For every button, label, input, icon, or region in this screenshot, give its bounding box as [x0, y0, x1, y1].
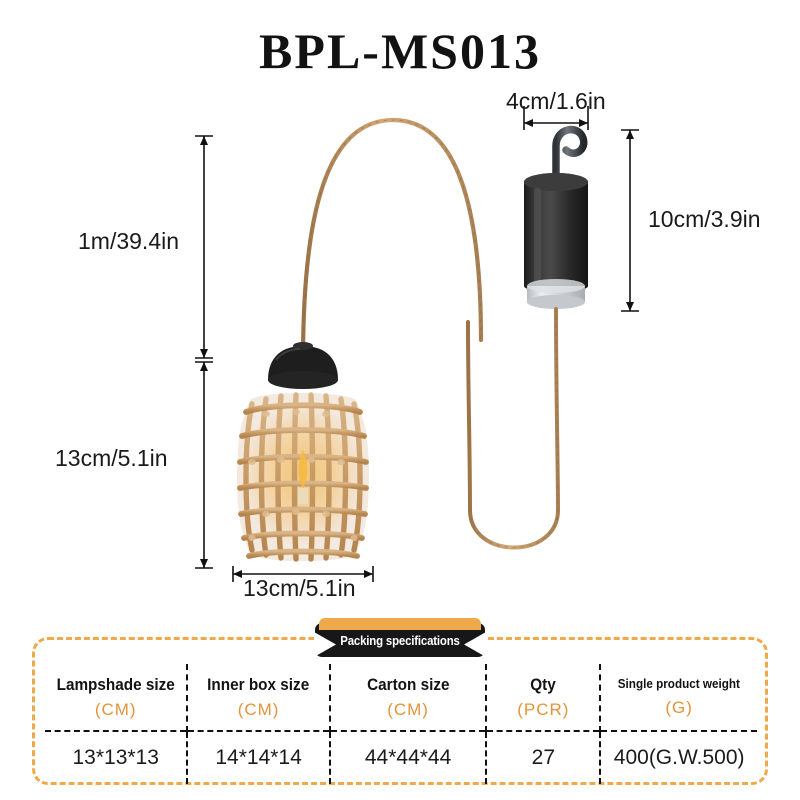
battery-module: [524, 125, 588, 309]
banner-ribbon: [315, 618, 485, 657]
banner-label: Packing specifications: [340, 632, 460, 648]
dimension-label-module-width: 4cm/1.6in: [506, 88, 606, 114]
dimension-shade-width: [232, 566, 374, 582]
header-unit: (G): [665, 697, 693, 717]
header-cell-inner-box-size: Inner box size (CM): [186, 664, 330, 731]
header-label: Qty: [530, 674, 557, 694]
dimension-shade-height: [195, 361, 213, 569]
header-cell-qty: Qty (PCR): [485, 664, 601, 731]
header-cell-carton-size: Carton size (CM): [328, 664, 487, 731]
woven-lampshade: [237, 392, 369, 562]
header-label: Carton size: [366, 674, 450, 694]
table-row: 13*13*13 14*14*14 44*44*44 27 400(G.W.50…: [45, 730, 757, 784]
header-unit: (CM): [237, 700, 280, 720]
packing-table: Lampshade size (CM) Inner box size (CM) …: [45, 664, 757, 784]
dimension-label-cord-length: 1m/39.4in: [78, 228, 180, 254]
dimension-label-shade-width: 13cm/5.1in: [243, 575, 356, 601]
dimension-module-width: [523, 106, 589, 130]
packing-banner: Packing specifications: [314, 618, 486, 657]
socket-cap: [268, 342, 338, 389]
header-label: Lampshade size: [56, 674, 175, 694]
value-cell-single-product-weight: 400(G.W.500): [599, 730, 757, 784]
product-illustration: 1m/39.4in 13cm/5.1in 13cm/5.1in 4cm/1.6i…: [0, 88, 800, 610]
header-label: Single product weight: [618, 676, 741, 692]
header-label: Inner box size: [207, 674, 310, 694]
value-cell-qty: 27: [485, 730, 601, 784]
header-unit: (CM): [387, 700, 429, 720]
value-cell-carton-size: 44*44*44: [328, 730, 487, 784]
table-header-row: Lampshade size (CM) Inner box size (CM) …: [45, 664, 757, 731]
header-unit: (CM): [94, 700, 137, 720]
dimension-module-height: [621, 129, 639, 312]
packing-specifications-panel: Packing specifications Lampshade size (C…: [32, 618, 768, 785]
dimension-label-shade-height: 13cm/5.1in: [55, 445, 168, 471]
header-cell-lampshade-size: Lampshade size (CM): [45, 664, 187, 731]
product-drawing-svg: [195, 106, 639, 582]
dimension-cord-length: [195, 135, 213, 359]
header-cell-single-product-weight: Single product weight (G): [599, 664, 757, 731]
value-cell-lampshade-size: 13*13*13: [45, 730, 188, 784]
page-title: BPL-MS013: [259, 23, 541, 79]
value-cell-inner-box-size: 14*14*14: [186, 730, 330, 784]
dimension-label-module-height: 10cm/3.9in: [648, 206, 761, 232]
header-unit: (PCR): [517, 700, 570, 720]
